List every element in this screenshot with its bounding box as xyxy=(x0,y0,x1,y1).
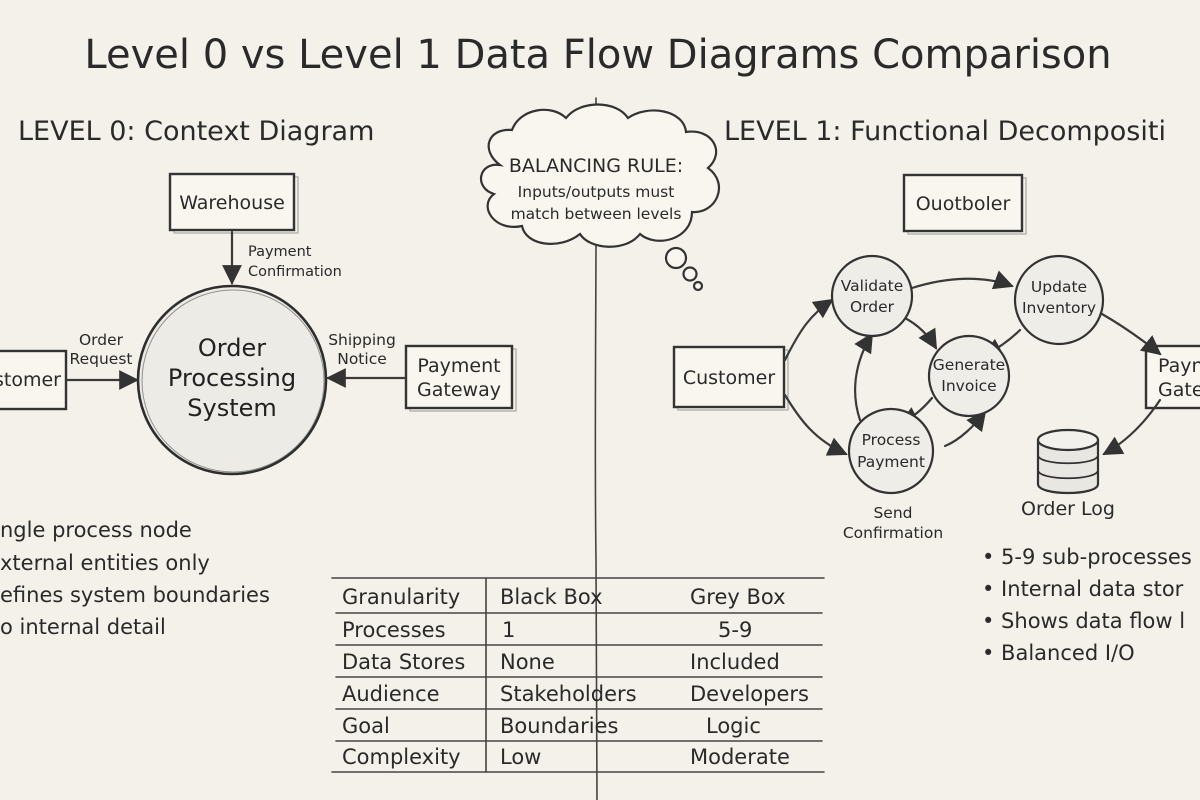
level0-flow-payment-confirmation-1: Payment xyxy=(248,244,312,260)
level1-process-generate-invoice: Generate Invoice xyxy=(927,334,1011,418)
table-row-2-col-2: 1 xyxy=(502,618,515,642)
table-row-6-col-1: Complexity xyxy=(342,745,461,769)
level0-payment-gateway-entity: Payment Gateway xyxy=(404,344,517,412)
level1-flow-send-confirmation-1: Send xyxy=(873,504,912,522)
level1-gateway-label-2: Gate xyxy=(1158,379,1200,401)
level1-bullet-list: • 5-9 sub-processes • Internal data stor… xyxy=(982,545,1192,665)
level0-bullet-4: o internal detail xyxy=(0,615,166,639)
level1-customer-entity: Customer xyxy=(672,345,789,411)
level0-warehouse-label: Warehouse xyxy=(179,192,285,214)
table-row-3-col-3: Included xyxy=(690,650,780,674)
level1-bullet-3: • Shows data flow l xyxy=(982,609,1185,633)
table-row-3-col-1: Data Stores xyxy=(342,650,465,674)
level0-customer-entity: stomer xyxy=(0,349,68,411)
level1-customer-label: Customer xyxy=(683,367,775,389)
balancing-rule-cloud: BALANCING RULE: Inputs/outputs must matc… xyxy=(479,103,720,292)
level0-gateway-label-2: Gateway xyxy=(417,379,501,401)
table-row-2-col-1: Processes xyxy=(342,618,446,642)
level0-flow-order-request-2: Request xyxy=(70,350,133,368)
level1-generate-label-1: Generate xyxy=(933,356,1005,374)
balancing-rule-line-1: Inputs/outputs must xyxy=(518,183,675,201)
level0-bullet-2: xternal entities only xyxy=(0,551,210,575)
level0-process-label-1: Order xyxy=(198,334,266,362)
level0-process-label-2: Processing xyxy=(168,364,296,392)
table-row-4-col-3: Developers xyxy=(690,682,809,706)
level1-validate-label-2: Order xyxy=(850,298,895,316)
level1-gateway-label-1: Payn xyxy=(1158,355,1200,377)
level1-payment-label-1: Process xyxy=(862,431,921,449)
level0-bullet-1: ngle process node xyxy=(0,518,192,542)
level1-top-entity-label: Ouotboler xyxy=(916,193,1011,215)
level0-process-label-3: System xyxy=(187,394,277,422)
level0-bullet-3: efines system boundaries xyxy=(0,583,270,607)
level1-bullet-4: • Balanced I/O xyxy=(982,641,1135,665)
level1-bullet-1: • 5-9 sub-processes xyxy=(982,545,1192,569)
table-row-5-col-2: Boundaries xyxy=(500,714,618,738)
level1-validate-label-1: Validate xyxy=(841,277,903,295)
table-row-2-col-3: 5-9 xyxy=(718,618,752,642)
level0-flow-payment-confirmation-2: Confirmation xyxy=(248,264,342,280)
balancing-rule-line-2: match between levels xyxy=(511,205,682,223)
level1-payment-gateway-entity: Payn Gate xyxy=(1144,344,1200,410)
level1-update-label-1: Update xyxy=(1031,278,1087,296)
level0-customer-label: stomer xyxy=(0,369,61,391)
level0-warehouse-entity: Warehouse xyxy=(168,172,299,234)
level1-order-log-datastore: Order Log xyxy=(1021,428,1115,520)
level0-bullet-list: ngle process node xternal entities only … xyxy=(0,518,270,639)
level1-datastore-label: Order Log xyxy=(1021,498,1115,520)
table-row-5-col-1: Goal xyxy=(342,714,390,738)
table-row-1-col-2: Black Box xyxy=(500,585,603,609)
level0-gateway-label-1: Payment xyxy=(417,355,500,377)
level0-process-node: Order Processing System xyxy=(136,284,328,476)
level0-heading: LEVEL 0: Context Diagram xyxy=(18,116,374,147)
level1-payment-label-2: Payment xyxy=(857,453,925,471)
table-row-4-col-2: Stakeholders xyxy=(500,682,637,706)
table-row-5-col-3: Logic xyxy=(706,714,761,738)
level1-bullet-2: • Internal data stor xyxy=(982,577,1184,601)
table-row-6-col-2: Low xyxy=(500,745,541,769)
table-row-4-col-1: Audience xyxy=(342,682,440,706)
level1-heading: LEVEL 1: Functional Decompositi xyxy=(724,116,1166,147)
level0-flow-shipping-notice-1: Shipping xyxy=(328,331,396,349)
table-row-3-col-2: None xyxy=(500,650,555,674)
table-row-6-col-3: Moderate xyxy=(690,745,790,769)
level1-process-update-inventory: Update Inventory xyxy=(1013,254,1105,346)
level1-process-payment: Process Payment xyxy=(847,407,935,495)
page-title: Level 0 vs Level 1 Data Flow Diagrams Co… xyxy=(84,32,1111,78)
level1-update-label-2: Inventory xyxy=(1022,299,1096,317)
level1-generate-label-2: Invoice xyxy=(941,377,996,395)
level1-process-validate-order: Validate Order xyxy=(830,254,914,338)
comparison-table: Granularity Black Box Grey Box Processes… xyxy=(331,577,825,773)
balancing-rule-title: BALANCING RULE: xyxy=(509,155,683,177)
level0-flow-shipping-notice-2: Notice xyxy=(337,350,387,368)
table-row-1-col-3: Grey Box xyxy=(690,585,786,609)
level1-flow-send-confirmation-2: Confirmation xyxy=(843,524,943,542)
level1-top-entity: Ouotboler xyxy=(902,173,1027,235)
level0-flow-order-request-1: Order xyxy=(79,331,124,349)
table-row-1-col-1: Granularity xyxy=(342,585,460,609)
